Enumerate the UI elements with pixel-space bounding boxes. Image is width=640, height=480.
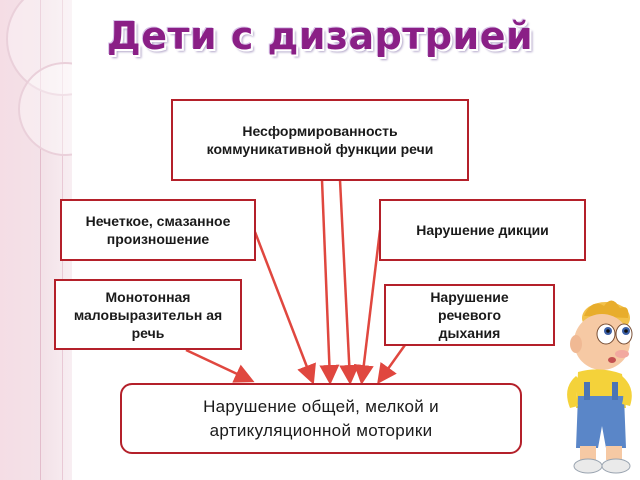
box-top-communicative-function: Несформированность коммуникативной функц… (171, 99, 469, 181)
box-left-upper-pronunciation: Нечеткое, смазанное произношение (60, 199, 256, 261)
box-right-lower-breathing: Нарушение речевого дыхания (384, 284, 555, 346)
arrow-top-right (338, 179, 360, 385)
box-left-lower-monotone-speech: Монотонная маловыразительн ая речь (54, 279, 242, 350)
stripe-line (40, 0, 41, 480)
page-title: Дети с дизартрией (106, 14, 534, 58)
cartoon-boy-illustration (567, 300, 633, 474)
arrow-right-upper (353, 229, 382, 385)
arrow-top-left (319, 179, 340, 385)
arrow-left-lower (185, 348, 255, 383)
arrow-right-lower (377, 344, 407, 385)
box-bottom-motor-skills: Нарушение общей, мелкой и артикуляционно… (120, 383, 522, 454)
box-right-upper-diction: Нарушение дикции (379, 199, 586, 261)
arrow-left-upper (253, 231, 316, 385)
